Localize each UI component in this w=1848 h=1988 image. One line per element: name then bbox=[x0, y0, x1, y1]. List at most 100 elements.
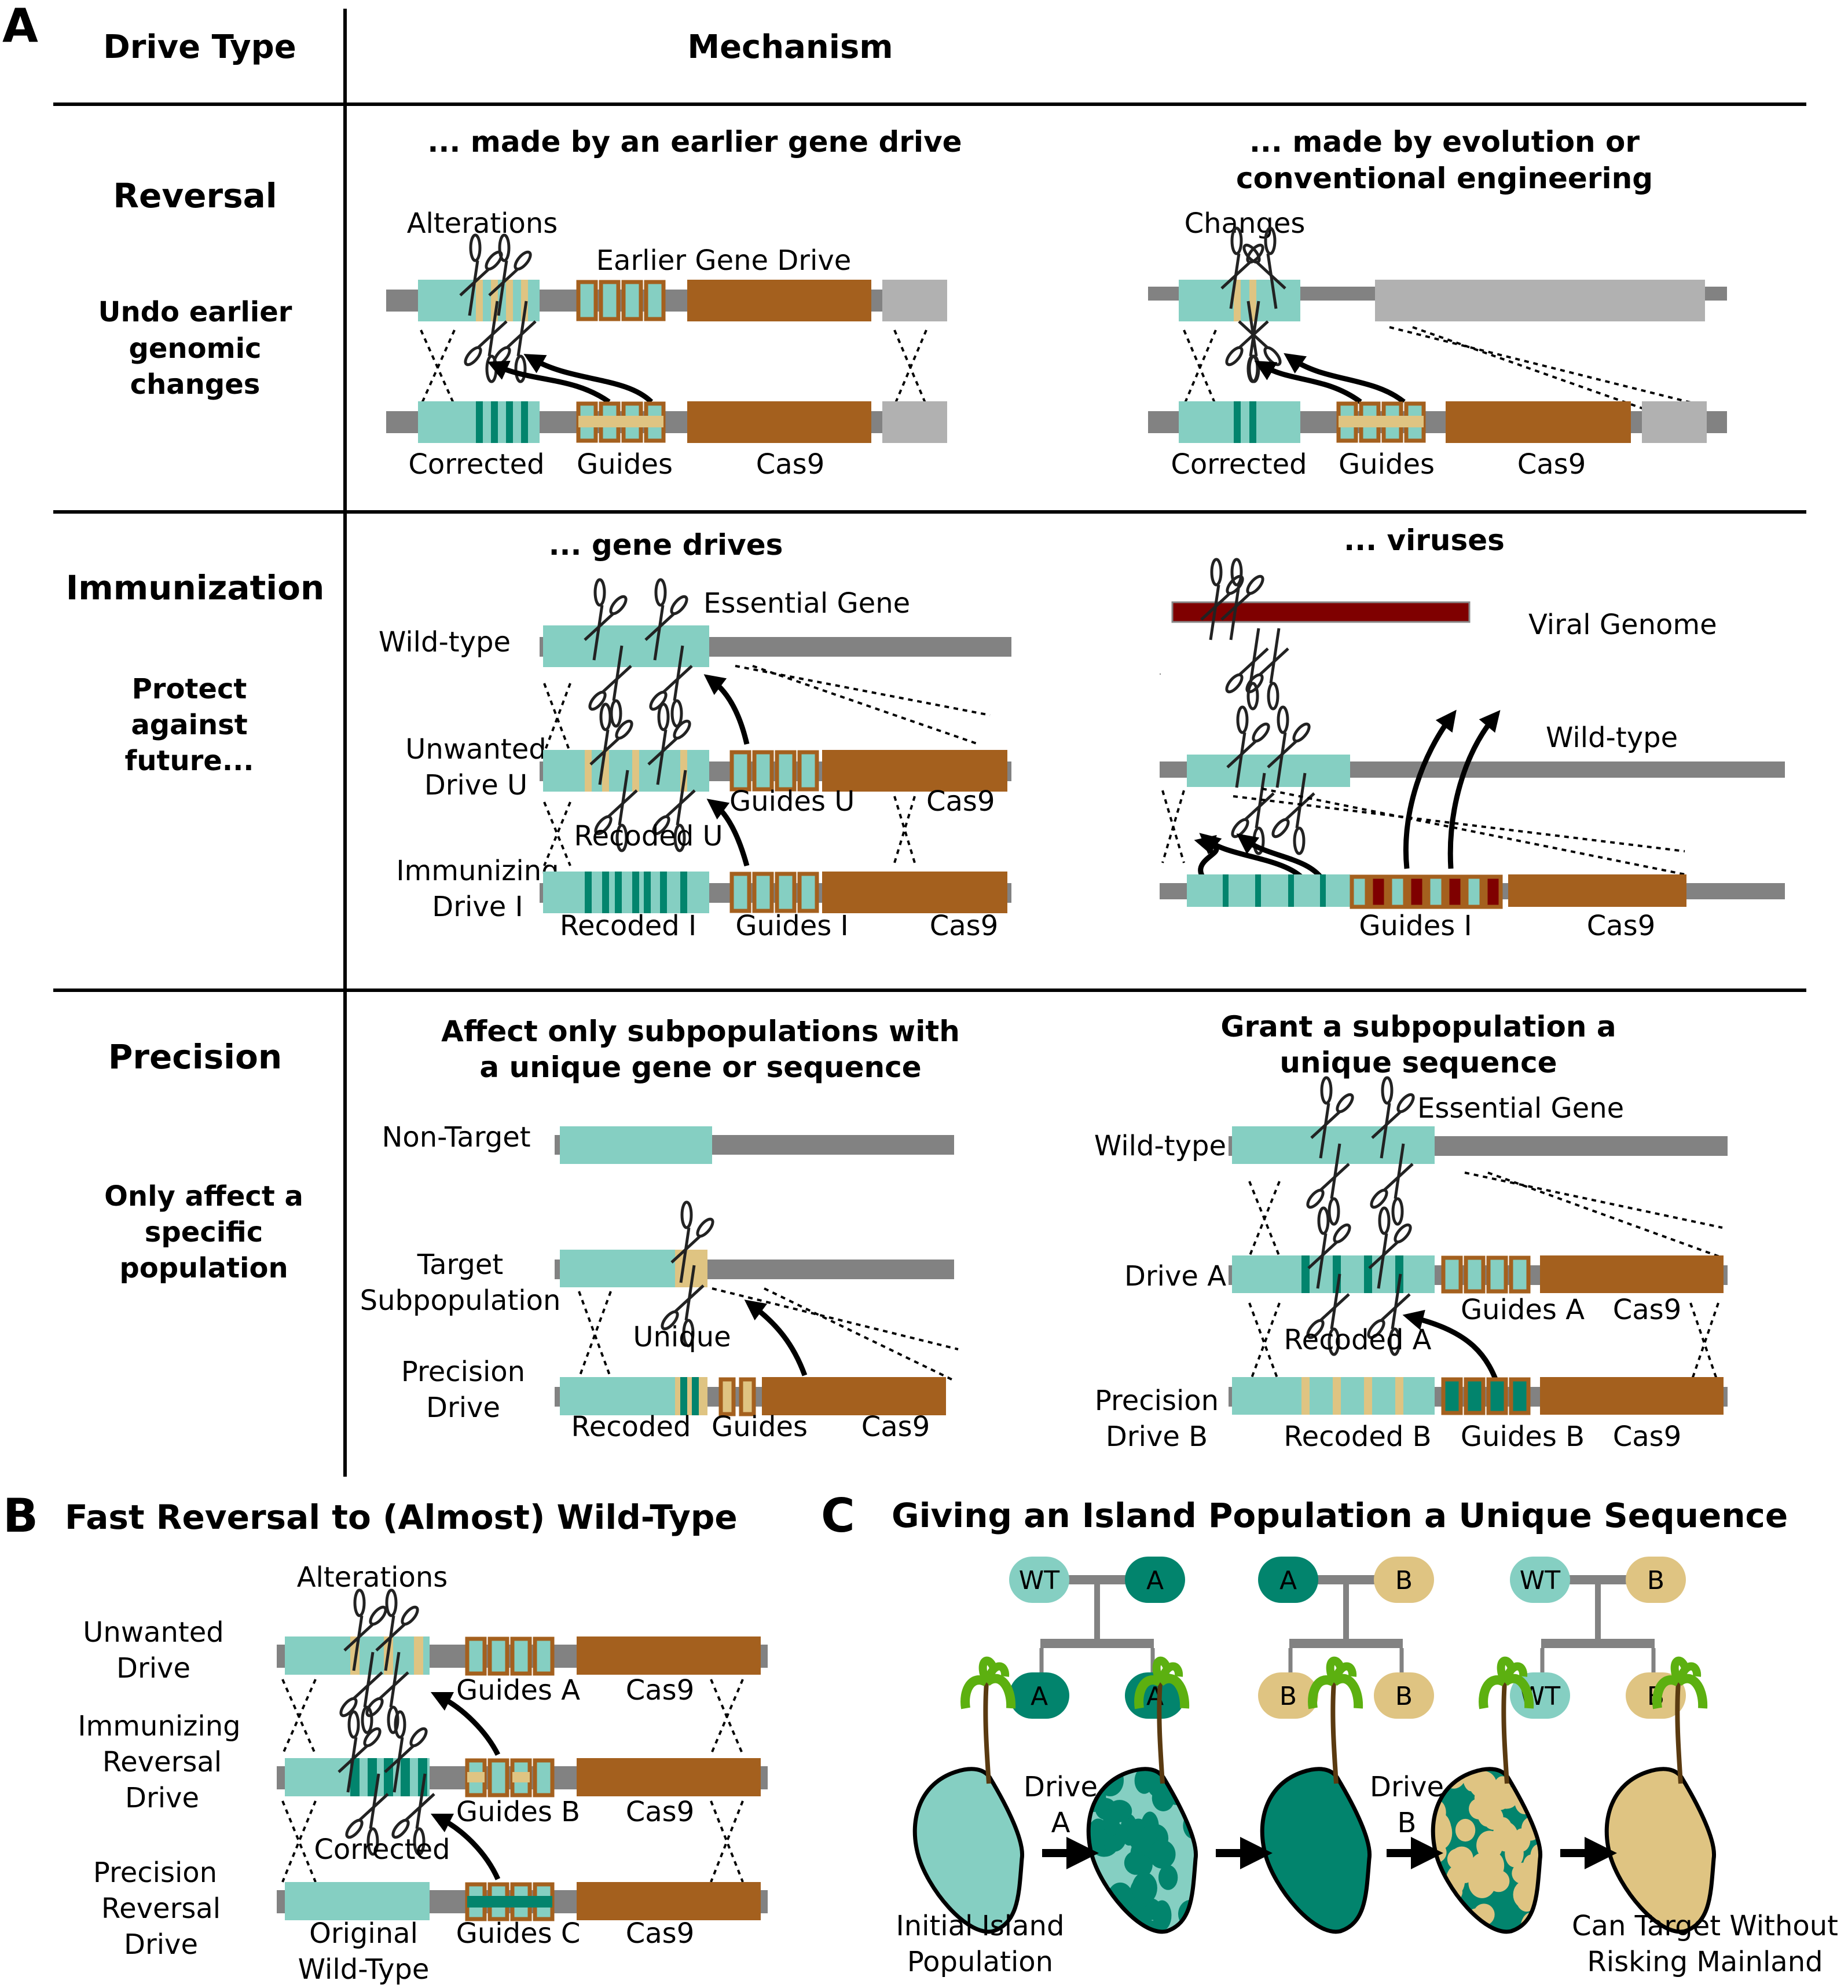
header-mechanism: Mechanism bbox=[687, 28, 893, 66]
label-changes: Changes bbox=[1185, 207, 1306, 240]
label-earlier-gene-drive: Earlier Gene Drive bbox=[596, 244, 852, 277]
label-corrected: Corrected bbox=[1171, 448, 1307, 481]
label-guides-b: Guides B bbox=[456, 1796, 580, 1828]
label-unwanted-drive: Unwanted bbox=[83, 1616, 223, 1649]
sibship-bar bbox=[1289, 1639, 1403, 1648]
row-title: Reversal bbox=[113, 176, 277, 215]
palm-tree-icon bbox=[1312, 1661, 1358, 1784]
reversal-earlier-drive: ... made by an earlier gene drive Altera… bbox=[386, 125, 962, 481]
label-cas9: Cas9 bbox=[626, 1674, 694, 1707]
label-alterations: Alterations bbox=[407, 207, 558, 240]
genotype-label: B bbox=[1395, 1566, 1413, 1595]
label-can-target: Risking Mainland bbox=[1587, 1946, 1823, 1978]
island-5 bbox=[1604, 1661, 1717, 1934]
precision-grant-sequence: Grant a subpopulation a unique sequence … bbox=[1094, 1010, 1728, 1453]
genotype-pill bbox=[1258, 1672, 1318, 1719]
label-alterations: Alterations bbox=[297, 1561, 448, 1594]
label-recoded-u: Recoded U bbox=[574, 820, 723, 852]
label-precision-drive: Precision bbox=[401, 1356, 525, 1388]
cross-2: A B B B bbox=[1258, 1557, 1434, 1719]
label-target-subpopulation: Subpopulation bbox=[360, 1284, 561, 1317]
label-cas9: Cas9 bbox=[926, 785, 995, 818]
genotype-pill bbox=[1009, 1672, 1069, 1719]
row-subtitle: Protect bbox=[132, 673, 247, 705]
label-cas9: Cas9 bbox=[1517, 448, 1586, 481]
label-corrected: Corrected bbox=[314, 1833, 450, 1866]
panel-a-letter: A bbox=[2, 0, 38, 53]
island-1 bbox=[912, 1661, 1025, 1934]
genotype-label: A bbox=[1031, 1682, 1048, 1711]
scissors-icon bbox=[1201, 559, 1245, 640]
label-essential-gene: Essential Gene bbox=[1417, 1092, 1624, 1125]
panel-b-title: Fast Reversal to (Almost) Wild-Type bbox=[65, 1498, 738, 1537]
row-title: Precision bbox=[108, 1037, 282, 1077]
label-cas9: Cas9 bbox=[1613, 1420, 1681, 1453]
parent-a: A bbox=[1125, 1557, 1185, 1603]
sibship-bar bbox=[1541, 1639, 1655, 1648]
genotype-label: A bbox=[1146, 1566, 1164, 1595]
parent-b: B bbox=[1626, 1557, 1686, 1603]
row-subtitle: Undo earlier bbox=[98, 296, 292, 328]
row-subtitle: specific bbox=[145, 1216, 263, 1249]
label-guides: Guides bbox=[577, 448, 673, 481]
scissors-icon bbox=[1224, 628, 1268, 709]
label-guides-i: Guides I bbox=[735, 910, 848, 942]
row-subtitle: future... bbox=[124, 745, 254, 777]
genotype-label: A bbox=[1279, 1566, 1297, 1595]
island-shape bbox=[1607, 1769, 1714, 1932]
panel-a: A Drive Type Mechanism Reversal Undo ear… bbox=[2, 0, 1806, 1477]
palm-tree-icon bbox=[965, 1661, 1011, 1784]
label-immunizing-reversal-drive: Immunizing bbox=[78, 1710, 240, 1742]
label-recoded-i: Recoded I bbox=[560, 910, 696, 942]
row-precision-label: Precision Only affect a specific populat… bbox=[104, 1037, 303, 1284]
label-non-target: Non-Target bbox=[382, 1121, 530, 1154]
label-guides-i: Guides I bbox=[1359, 910, 1472, 942]
label-drive-a-step: Drive bbox=[1024, 1771, 1098, 1803]
subheading: conventional engineering bbox=[1236, 162, 1653, 195]
genotype-pill bbox=[1626, 1557, 1686, 1603]
row-title: Immunization bbox=[66, 568, 325, 607]
label-initial-island: Population bbox=[907, 1946, 1053, 1978]
island-shape bbox=[915, 1769, 1022, 1932]
genotype-label: B bbox=[1647, 1566, 1664, 1595]
genotype-pill bbox=[1374, 1557, 1434, 1603]
offspring-a: A bbox=[1009, 1672, 1069, 1719]
label-wild-type: Wild-type bbox=[379, 626, 511, 658]
subheading: ... gene drives bbox=[549, 528, 783, 562]
label-precision-drive: Drive bbox=[426, 1392, 500, 1424]
label-guides-a: Guides A bbox=[1461, 1294, 1585, 1326]
label-can-target: Can Target Without bbox=[1572, 1910, 1838, 1942]
subheading: unique sequence bbox=[1279, 1046, 1557, 1079]
label-guides-b: Guides B bbox=[1461, 1420, 1585, 1453]
island-2 bbox=[1086, 1661, 1198, 1934]
row-subtitle: changes bbox=[130, 368, 261, 401]
offspring-b: B bbox=[1258, 1672, 1318, 1719]
scissors-icon bbox=[1222, 559, 1266, 640]
panel-c: C Giving an Island Population a Unique S… bbox=[821, 1489, 1838, 1978]
panel-c-title: Giving an Island Population a Unique Seq… bbox=[892, 1496, 1788, 1535]
subheading: ... viruses bbox=[1344, 523, 1505, 557]
palm-tree-icon bbox=[1483, 1661, 1529, 1784]
panel-b-letter: B bbox=[3, 1489, 38, 1543]
island-sequence bbox=[912, 1661, 1717, 1934]
label-essential-gene: Essential Gene bbox=[703, 587, 910, 620]
genotype-pill bbox=[1510, 1557, 1570, 1603]
parent-wt: WT bbox=[1510, 1557, 1570, 1603]
label-precision-reversal-drive: Reversal bbox=[101, 1892, 221, 1925]
label-unwanted-drive: Drive U bbox=[424, 769, 527, 801]
label-precision-reversal-drive: Precision bbox=[93, 1857, 217, 1889]
cross-diagrams: WTAAAABBBWTBWTB bbox=[1009, 1557, 1686, 1719]
label-initial-island: Initial Island bbox=[896, 1910, 1065, 1942]
label-precision-drive-b: Drive B bbox=[1106, 1420, 1208, 1453]
subheading: Affect only subpopulations with bbox=[441, 1015, 960, 1048]
label-guides-a: Guides A bbox=[456, 1674, 580, 1707]
label-cas9: Cas9 bbox=[756, 448, 824, 481]
label-precision-reversal-drive: Drive bbox=[124, 1928, 198, 1961]
label-guides: Guides bbox=[712, 1411, 808, 1443]
label-drive-a: Drive A bbox=[1124, 1260, 1226, 1293]
subheading: Grant a subpopulation a bbox=[1220, 1010, 1616, 1044]
genotype-label: B bbox=[1395, 1682, 1413, 1711]
row-subtitle: population bbox=[119, 1252, 288, 1284]
parent-a: A bbox=[1258, 1557, 1318, 1603]
